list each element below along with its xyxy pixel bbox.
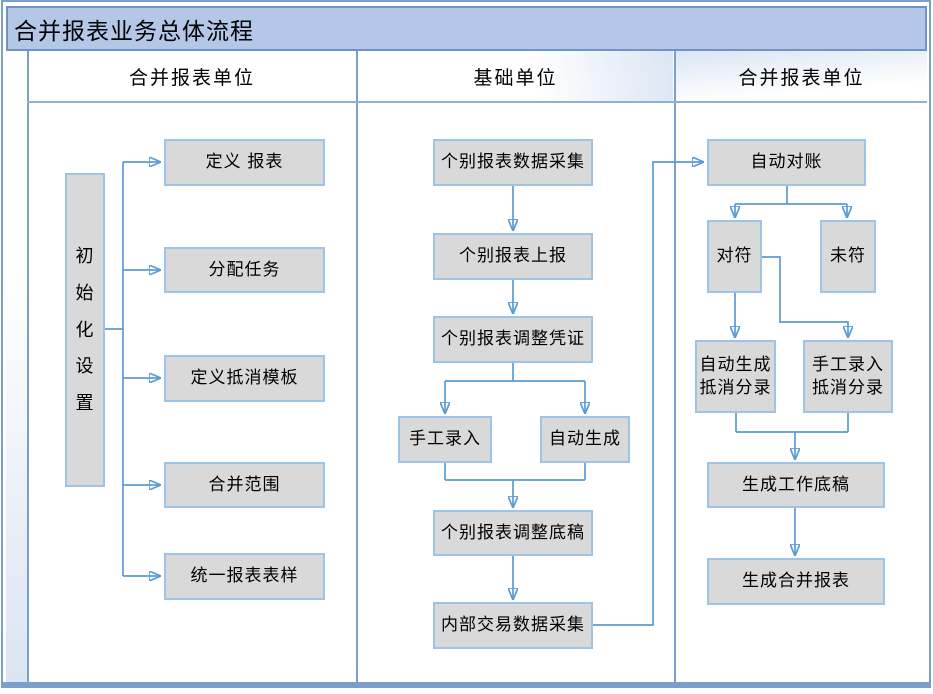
lane-header-underline (27, 101, 927, 103)
node-collect-data: 个别报表数据采集 (433, 139, 593, 186)
lane-header-base-unit: 基础单位 (358, 51, 673, 101)
node-init-setup: 初始化设置 (65, 173, 105, 487)
lane-header-consolidation-left: 合并报表单位 (29, 51, 355, 101)
lane-divider-gutter (27, 51, 29, 682)
setup-connectors (105, 162, 161, 576)
connector-entry-merge (444, 463, 586, 481)
diagram-title: 合并报表业务总体流程 (14, 17, 254, 44)
node-unmatched: 未符 (820, 220, 876, 293)
connector-offset-merge (735, 413, 849, 433)
node-auto-generate: 自动生成 (540, 416, 630, 463)
node-submit-report: 个别报表上报 (433, 233, 593, 280)
node-generate-working-paper: 生成工作底稿 (707, 462, 885, 508)
node-assign-task: 分配任务 (164, 247, 325, 293)
node-auto-reconcile: 自动对账 (707, 139, 866, 186)
node-auto-offset-entry: 自动生成抵消分录 (695, 340, 776, 413)
node-define-report: 定义 报表 (164, 139, 325, 186)
node-manual-entry: 手工录入 (398, 416, 492, 463)
node-merge-scope: 合并范围 (164, 462, 325, 508)
node-unified-report-style: 统一报表表样 (164, 553, 325, 600)
lane-header-consolidation-right: 合并报表单位 (676, 51, 927, 101)
node-internal-trade-collect: 内部交易数据采集 (433, 602, 593, 649)
left-gutter-strip (6, 51, 27, 682)
node-adjust-draft: 个别报表调整底稿 (433, 510, 593, 556)
node-matched: 对符 (707, 220, 762, 293)
node-define-offset-template: 定义抵消模板 (164, 355, 325, 402)
connector-voucher-split (445, 363, 585, 382)
diagram-title-bar: 合并报表业务总体流程 (6, 6, 927, 51)
connector-reconcile-split (735, 186, 847, 205)
node-manual-offset-entry: 手工录入抵消分录 (803, 340, 893, 413)
node-init-setup-label: 初始化设置 (75, 245, 95, 414)
lane-divider-2 (674, 51, 676, 682)
node-adjust-voucher: 个别报表调整凭证 (433, 316, 593, 363)
node-generate-consolidated-report: 生成合并报表 (707, 558, 885, 605)
lane-divider-1 (356, 51, 358, 682)
arrow-feedback-to-auto-reconcile (593, 162, 704, 626)
